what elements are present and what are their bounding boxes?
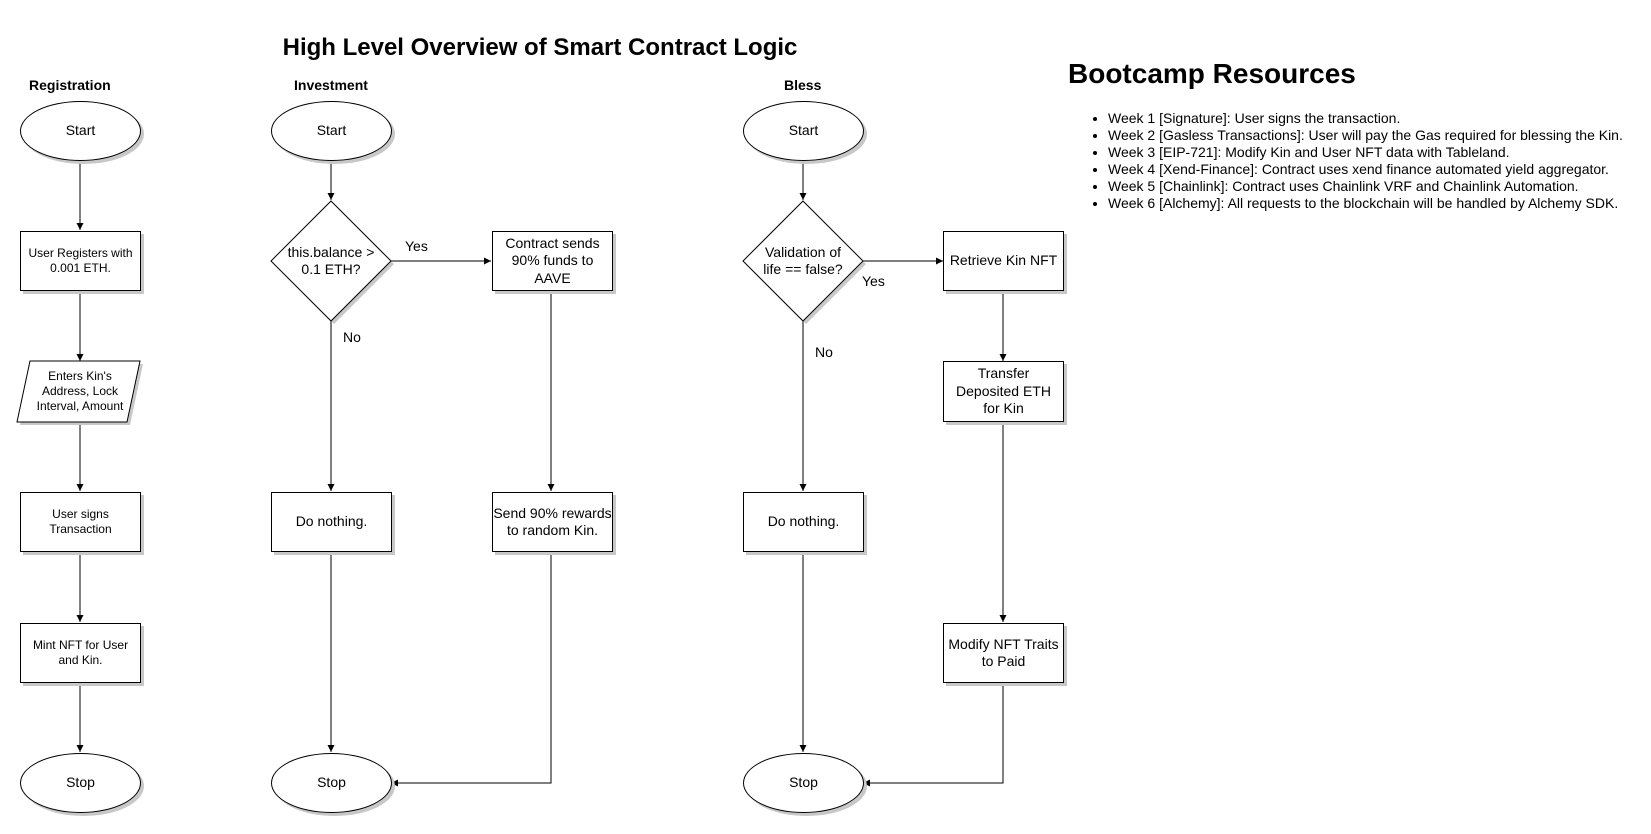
resource-item: Week 1 [Signature]: User signs the trans… <box>1108 110 1623 127</box>
reg-stop-label: Stop <box>66 774 95 791</box>
connector-bless-5 <box>863 683 1004 787</box>
decision-shape-inv <box>270 200 392 322</box>
bless-nothing-step: Do nothing. <box>743 492 864 552</box>
bless-decision-label: Validation of life == false? <box>763 243 843 278</box>
reg-register-label: User Registers with 0.001 ETH. <box>28 246 133 275</box>
bless-no-label: No <box>815 344 833 360</box>
bless-yes-label: Yes <box>862 273 885 289</box>
reg-input-label: Enters Kin's Address, Lock Interval, Amo… <box>36 369 124 413</box>
reg-sign-label: User signs Transaction <box>49 507 112 536</box>
inv-start: Start <box>271 101 392 161</box>
decision-shape-bless <box>742 200 864 322</box>
inv-aave-label: Contract sends 90% funds to AAVE <box>505 234 600 286</box>
inv-no-label: No <box>343 329 361 345</box>
column-label-investment: Investment <box>294 77 368 93</box>
connector-inv-4 <box>391 552 552 787</box>
inv-start-label: Start <box>316 122 347 139</box>
resource-item: Week 2 [Gasless Transactions]: User will… <box>1108 127 1623 144</box>
input-shape-reg-border <box>16 360 141 423</box>
bless-modify-step: Modify NFT Traits to Paid <box>943 623 1064 683</box>
resource-item: Week 3 [EIP-721]: Modify Kin and User NF… <box>1108 144 1623 161</box>
reg-start: Start <box>20 101 141 161</box>
bless-transfer-step: Transfer Deposited ETH for Kin <box>943 361 1064 422</box>
bless-nothing-label: Do nothing. <box>767 513 840 530</box>
resources-title: Bootcamp Resources <box>1068 58 1356 89</box>
resource-item: Week 4 [Xend-Finance]: Contract uses xen… <box>1108 161 1623 178</box>
bless-stop: Stop <box>743 753 864 813</box>
inv-decision-label: this.balance > 0.1 ETH? <box>287 243 375 278</box>
inv-nothing-label: Do nothing. <box>295 513 368 530</box>
bless-retrieve-step: Retrieve Kin NFT <box>943 231 1064 291</box>
bless-retrieve-label: Retrieve Kin NFT <box>949 252 1058 269</box>
reg-register-step: User Registers with 0.001 ETH. <box>20 231 141 291</box>
inv-stop-label: Stop <box>317 774 346 791</box>
resource-item: Week 5 [Chainlink]: Contract uses Chainl… <box>1108 178 1623 195</box>
inv-rewards-label: Send 90% rewards to random Kin. <box>493 504 612 539</box>
inv-aave-step: Contract sends 90% funds to AAVE <box>492 231 613 291</box>
resource-item: Week 6 [Alchemy]: All requests to the bl… <box>1108 195 1623 212</box>
reg-mint-label: Mint NFT for User and Kin. <box>32 638 129 667</box>
reg-input-step: Enters Kin's Address, Lock Interval, Amo… <box>30 361 130 422</box>
inv-rewards-step: Send 90% rewards to random Kin. <box>492 492 613 552</box>
column-label-bless: Bless <box>784 77 822 93</box>
bless-transfer-label: Transfer Deposited ETH for Kin <box>956 365 1051 417</box>
resources-list: Week 1 [Signature]: User signs the trans… <box>1086 110 1623 212</box>
inv-nothing-step: Do nothing. <box>271 492 392 552</box>
reg-mint-step: Mint NFT for User and Kin. <box>20 623 141 683</box>
bless-stop-label: Stop <box>789 774 818 791</box>
inv-yes-label: Yes <box>405 238 428 254</box>
diagram-title: High Level Overview of Smart Contract Lo… <box>282 34 798 61</box>
reg-start-label: Start <box>65 122 96 139</box>
inv-stop: Stop <box>271 753 392 813</box>
bless-start-label: Start <box>788 122 819 139</box>
reg-sign-step: User signs Transaction <box>20 492 141 552</box>
bless-start: Start <box>743 101 864 161</box>
inv-decision: this.balance > 0.1 ETH? <box>286 236 376 286</box>
bless-decision: Validation of life == false? <box>758 236 848 286</box>
bless-modify-label: Modify NFT Traits to Paid <box>948 635 1059 670</box>
column-label-registration: Registration <box>29 77 111 93</box>
reg-stop: Stop <box>20 753 141 813</box>
